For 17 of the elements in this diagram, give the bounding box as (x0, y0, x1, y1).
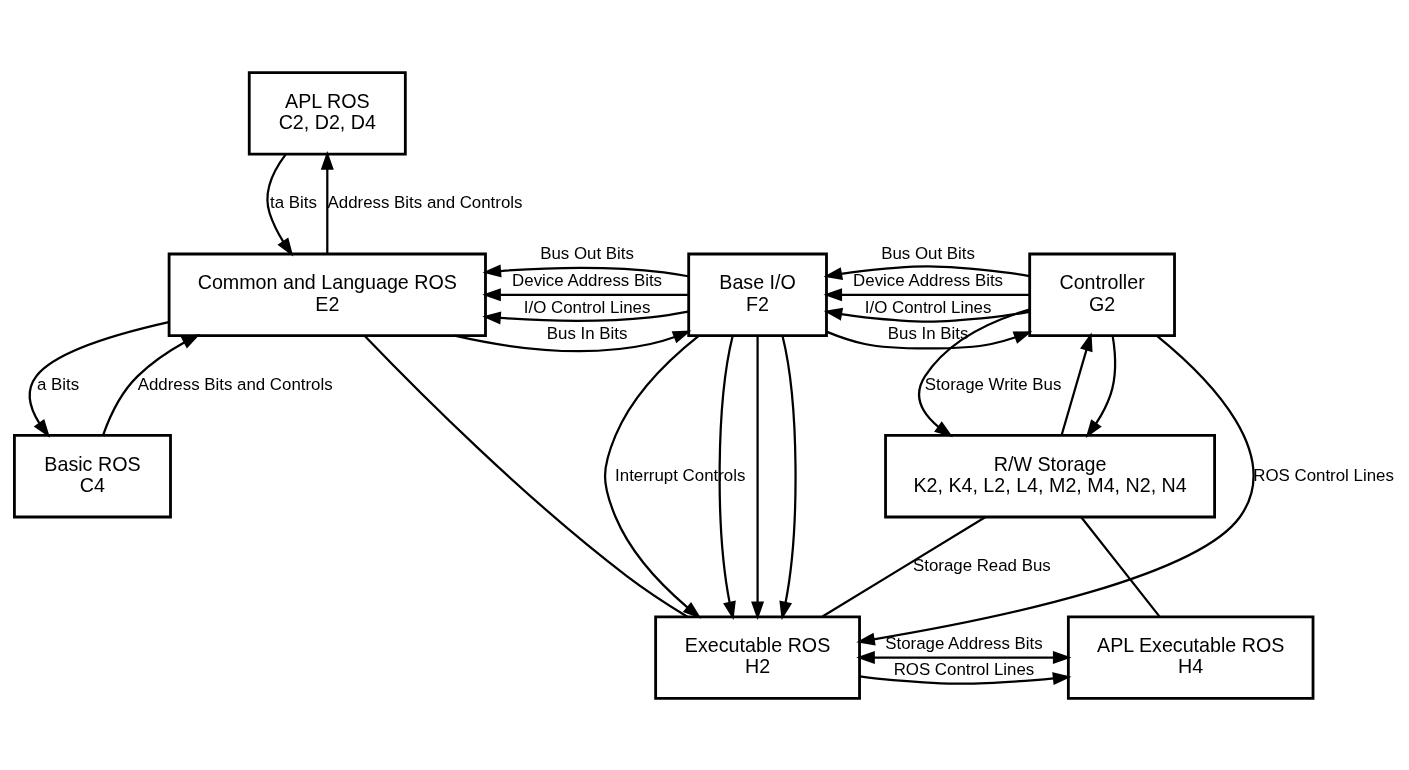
edge-label: Address Bits and Controls (137, 374, 333, 394)
edge-label: Device Address Bits (512, 270, 663, 290)
edge-label: Storage Address Bits (885, 633, 1043, 653)
edge-label: a Bits (36, 374, 80, 394)
edge-label: Bus Out Bits (540, 243, 634, 263)
edge-label: I/O Control Lines (864, 297, 992, 317)
edge-label: ta Bits (270, 192, 317, 212)
edge-label: ROS Control Lines (1253, 465, 1394, 485)
edge-label: Bus Out Bits (881, 243, 975, 263)
edge-label: I/O Control Lines (523, 297, 651, 317)
edge-label: Bus In Bits (546, 323, 628, 343)
edge-label: Storage Read Bus (912, 555, 1051, 575)
edge-label: Bus In Bits (887, 323, 969, 343)
edge-label: ROS Control Lines (893, 659, 1035, 679)
edge-label: Device Address Bits (853, 270, 1004, 290)
edge-label: Storage Write Bus (924, 374, 1062, 394)
edge-label: Address Bits and Controls (327, 192, 523, 212)
